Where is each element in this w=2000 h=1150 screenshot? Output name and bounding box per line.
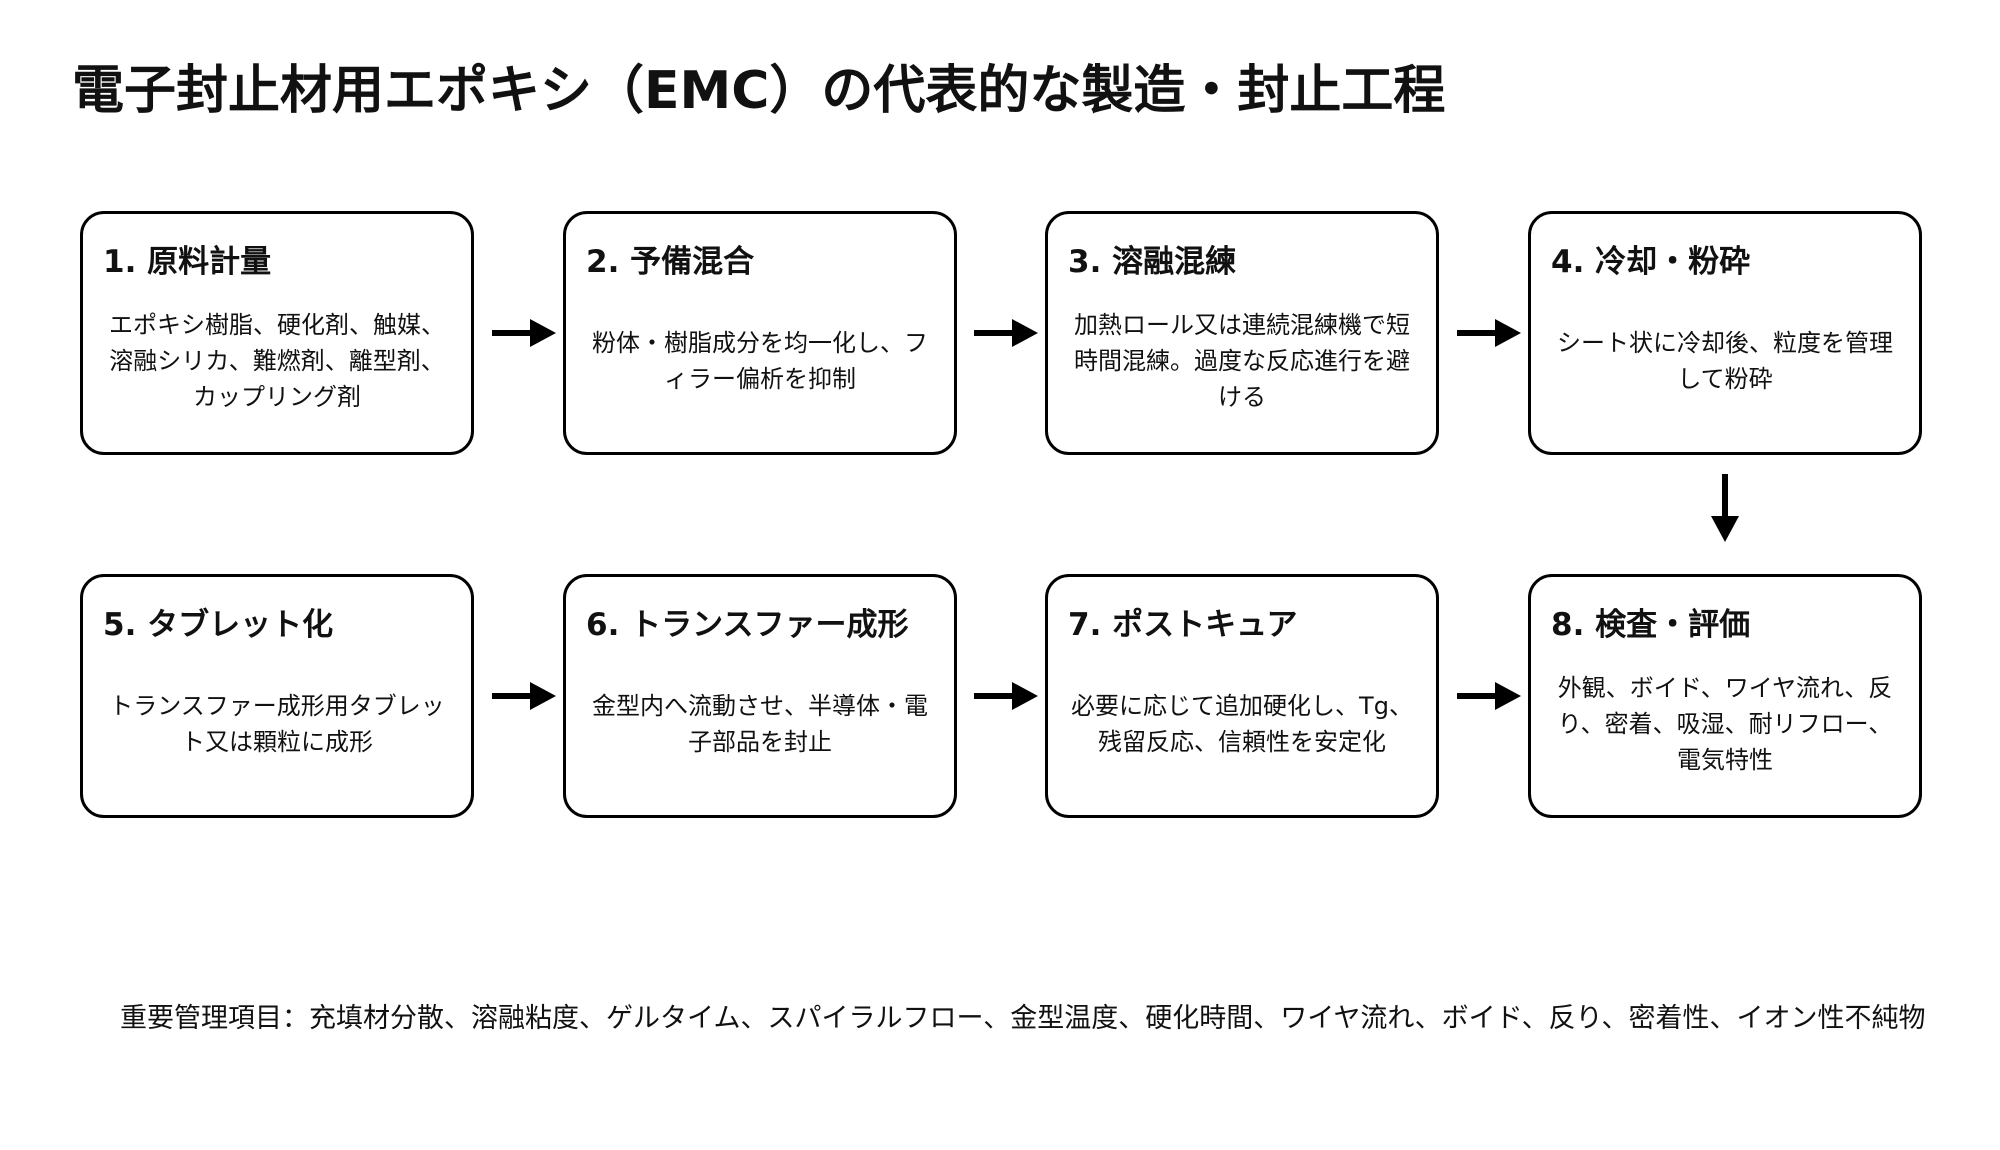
step-title: 3. 溶融混練 — [1068, 244, 1237, 280]
step-description: トランスファー成形用タブレット又は顆粒に成形 — [109, 692, 445, 756]
arrow-right-icon — [492, 319, 556, 347]
step-description: 金型内へ流動させ、半導体・電子部品を封止 — [592, 692, 928, 756]
step-description: シート状に冷却後、粒度を管理して粉砕 — [1557, 329, 1893, 393]
arrow-right-icon — [974, 682, 1038, 710]
step-description: エポキシ樹脂、硬化剤、触媒、溶融シリカ、難燃剤、離型剤、カップリング剤 — [109, 311, 445, 411]
step-box-6: 6. トランスファー成形 金型内へ流動させ、半導体・電子部品を封止 — [563, 574, 957, 818]
step-box-3: 3. 溶融混練 加熱ロール又は連続混練機で短時間混練。過度な反応進行を避ける — [1045, 211, 1439, 455]
arrow-right-icon — [1457, 319, 1521, 347]
step-title: 1. 原料計量 — [103, 244, 272, 280]
step-box-4: 4. 冷却・粉砕 シート状に冷却後、粒度を管理して粉砕 — [1528, 211, 1922, 455]
step-title: 8. 検査・評価 — [1551, 607, 1751, 643]
key-control-items-note: 重要管理項目：充填材分散、溶融粘度、ゲルタイム、スパイラルフロー、金型温度、硬化… — [120, 1003, 1926, 1034]
arrow-right-icon — [492, 682, 556, 710]
step-description: 加熱ロール又は連続混練機で短時間混練。過度な反応進行を避ける — [1074, 311, 1410, 411]
step-description: 粉体・樹脂成分を均一化し、フィラー偏析を抑制 — [592, 329, 928, 393]
step-description: 外観、ボイド、ワイヤ流れ、反り、密着、吸湿、耐リフロー、電気特性 — [1557, 674, 1893, 774]
step-title: 2. 予備混合 — [586, 244, 755, 280]
arrow-right-icon — [974, 319, 1038, 347]
arrow-down-icon — [1711, 474, 1739, 542]
step-box-7: 7. ポストキュア 必要に応じて追加硬化し、Tg、残留反応、信頼性を安定化 — [1045, 574, 1439, 818]
step-box-8: 8. 検査・評価 外観、ボイド、ワイヤ流れ、反り、密着、吸湿、耐リフロー、電気特… — [1528, 574, 1922, 818]
step-box-2: 2. 予備混合 粉体・樹脂成分を均一化し、フィラー偏析を抑制 — [563, 211, 957, 455]
step-title: 5. タブレット化 — [103, 607, 334, 643]
step-title: 4. 冷却・粉砕 — [1551, 244, 1751, 280]
step-box-5: 5. タブレット化 トランスファー成形用タブレット又は顆粒に成形 — [80, 574, 474, 818]
step-title: 7. ポストキュア — [1068, 607, 1298, 643]
step-title: 6. トランスファー成形 — [586, 607, 909, 643]
step-description: 必要に応じて追加硬化し、Tg、残留反応、信頼性を安定化 — [1071, 692, 1413, 756]
arrow-right-icon — [1457, 682, 1521, 710]
diagram-title: 電子封止材用エポキシ（EMC）の代表的な製造・封止工程 — [72, 61, 1446, 121]
step-box-1: 1. 原料計量 エポキシ樹脂、硬化剤、触媒、溶融シリカ、難燃剤、離型剤、カップリ… — [80, 211, 474, 455]
